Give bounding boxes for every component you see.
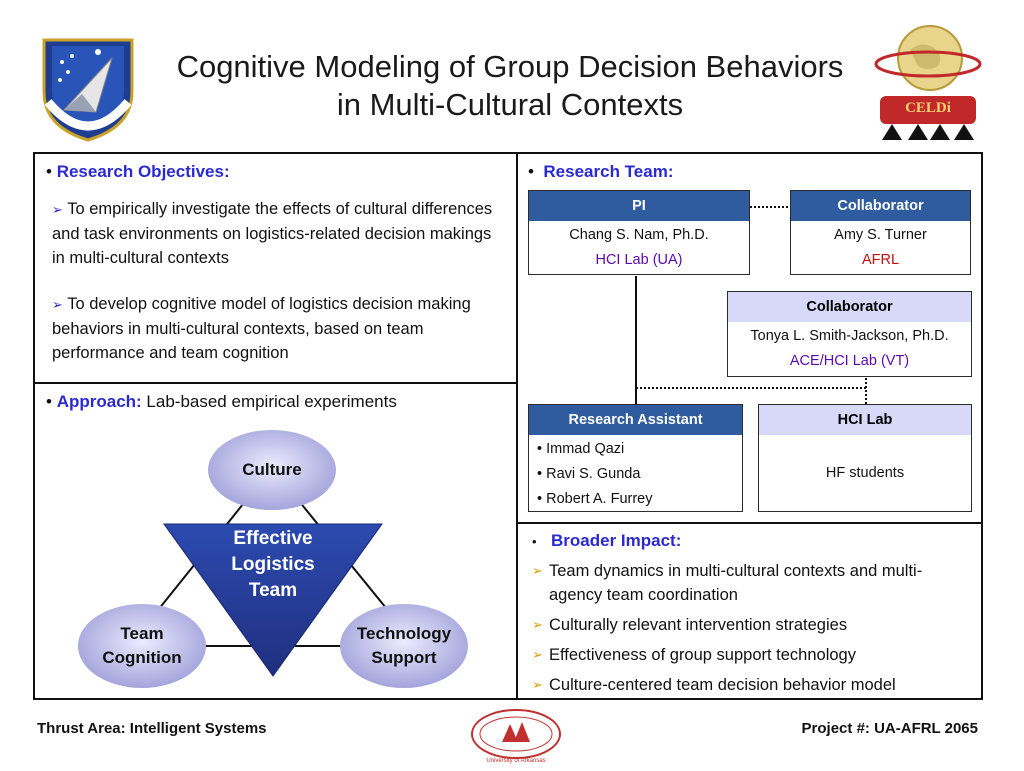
bullet: • [46,392,57,411]
impact-heading: • Broader Impact: [532,531,682,550]
arrow-bullet-icon: ➢ [52,202,63,217]
culture-ellipse [208,430,336,510]
approach-text: Lab-based empirical experiments [146,392,397,411]
approach-line: • Approach: Lab-based empirical experime… [46,392,397,411]
impact-list: ➢ Team dynamics in multi-cultural contex… [532,559,972,697]
arrow-bullet-icon: ➢ [532,647,543,662]
assistant-member: • Robert A. Furrey [537,491,653,507]
university-seal-caption: University of Arkansas [486,758,546,764]
collaborator-box-1: Collaborator Amy S. Turner AFRL [790,190,971,275]
bullet: • [528,162,544,181]
technology-support-ellipse [340,604,468,688]
arrow-bullet-icon: ➢ [52,297,63,312]
bullet: • [46,162,57,181]
team-cognition-label: Team Cognition [102,624,182,667]
effective-logistics-team-label: Effective Logistics Team [231,528,315,601]
celdi-logo: CELDi [872,22,984,144]
objective-item-2: ➢ To develop cognitive model of logistic… [52,295,471,362]
pi-name: Chang S. Nam, Ph.D. [569,227,709,243]
arrow-bullet-icon: ➢ [532,563,543,578]
objectives-heading: • Research Objectives: [46,162,230,181]
university-seal-logo: University of Arkansas [468,708,564,766]
arrow-bullet-icon: ➢ [532,617,543,632]
impact-item: ➢ Effectiveness of group support technol… [532,643,972,667]
collaborator-1-name: Amy S. Turner [834,227,927,243]
impact-item: ➢ Team dynamics in multi-cultural contex… [532,559,972,607]
technology-support-label: Technology Support [356,624,452,667]
afrl-logo [34,32,142,142]
collaborator-2-org: ACE/HCI Lab (VT) [789,353,910,369]
research-assistant-box: Research Assistant • Immad Qazi • Ravi S… [528,404,743,512]
vertical-divider [516,154,518,699]
collaborator-box-2: Collaborator Tonya L. Smith-Jackson, Ph.… [727,291,972,377]
content-frame [33,152,983,700]
pi-org: HCI Lab (UA) [595,252,683,268]
right-divider [517,522,981,524]
team-cognition-ellipse [78,604,206,688]
hci-lab-text: HF students [825,465,905,481]
research-assistant-title: Research Assistant [529,405,742,435]
team-diagram: Culture Effective Logistics Team Team Co… [60,420,500,690]
team-connectors [635,206,867,404]
hci-lab-box: HCI Lab HF students [758,404,972,512]
footer-project-number: Project #: UA-AFRL 2065 [801,720,978,737]
pi-box: PI Chang S. Nam, Ph.D. HCI Lab (UA) [528,190,750,275]
assistant-member: • Immad Qazi [537,441,625,457]
bullet: • [532,534,551,549]
impact-item: ➢ Culturally relevant intervention strat… [532,613,972,637]
collaborator-2-title: Collaborator [728,292,971,322]
collaborator-2-name: Tonya L. Smith-Jackson, Ph.D. [750,328,949,344]
objective-item-1: ➢ To empirically investigate the effects… [52,200,493,267]
collaborator-1-org: AFRL [861,252,900,268]
assistant-member: • Ravi S. Gunda [537,466,641,482]
footer-thrust-area: Thrust Area: Intelligent Systems [37,720,267,737]
celdi-logo-text: CELDi [905,100,951,116]
culture-label: Culture [242,460,302,479]
pi-box-title: PI [529,191,749,221]
title-line-2: in Multi-Cultural Contexts [336,87,684,122]
title-line-1: Cognitive Modeling of Group Decision Beh… [176,49,844,84]
collaborator-1-title: Collaborator [791,191,970,221]
impact-item: ➢ Culture-centered team decision behavio… [532,673,972,697]
left-divider [35,382,517,384]
slide-title: Cognitive Modeling of Group Decision Beh… [140,48,880,124]
team-heading: • Research Team: [528,162,674,181]
hci-lab-title: HCI Lab [759,405,971,435]
arrow-bullet-icon: ➢ [532,677,543,692]
